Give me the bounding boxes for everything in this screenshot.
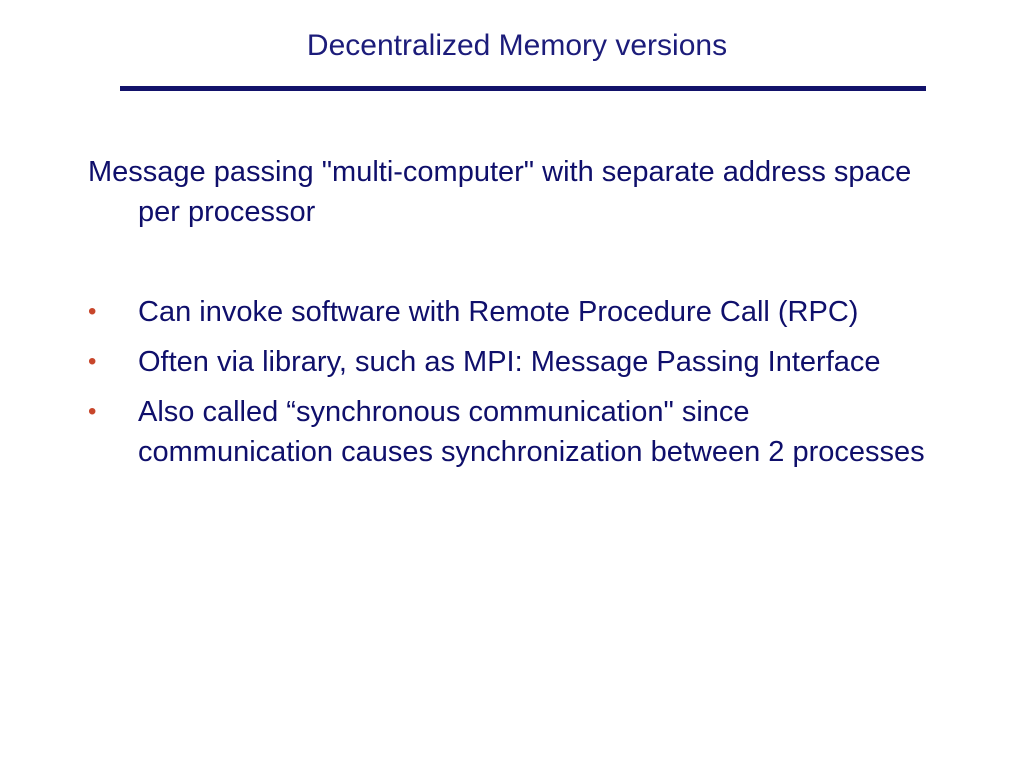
bullet-item: • Often via library, such as MPI: Messag… bbox=[88, 342, 938, 382]
title-divider bbox=[120, 86, 926, 91]
bullet-dot-icon: • bbox=[88, 298, 97, 325]
bullet-text: Also called “synchronous communication" … bbox=[138, 396, 925, 468]
bullet-text: Can invoke software with Remote Procedur… bbox=[138, 296, 859, 328]
bullet-item: • Can invoke software with Remote Proced… bbox=[88, 292, 938, 332]
bullet-dot-icon: • bbox=[88, 348, 97, 375]
bullet-list: • Can invoke software with Remote Proced… bbox=[88, 292, 938, 482]
slide-title: Decentralized Memory versions bbox=[306, 29, 728, 62]
bullet-text: Often via library, such as MPI: Message … bbox=[138, 346, 881, 378]
bullet-item: • Also called “synchronous communication… bbox=[88, 392, 938, 472]
bullet-dot-icon: • bbox=[88, 398, 97, 425]
lead-paragraph: Message passing "multi-computer" with se… bbox=[88, 156, 912, 228]
